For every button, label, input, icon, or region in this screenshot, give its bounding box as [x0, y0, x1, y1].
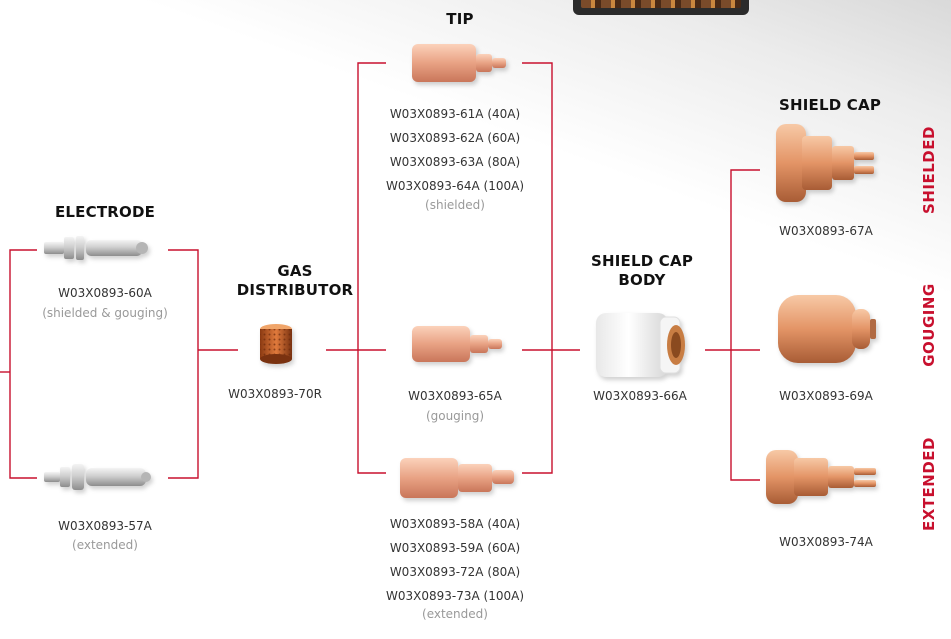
tip-top-code-3: W03X0893-63A (80A)	[389, 155, 521, 169]
gas-distributor-label: W03X0893-70R	[210, 382, 340, 406]
tip-top-note: (shielded)	[425, 198, 485, 212]
shield-cap-extended-code: W03X0893-74A	[779, 535, 873, 549]
heading-tip: TIP	[446, 10, 474, 28]
shield-cap-body-code: W03X0893-66A	[593, 389, 687, 403]
electrode-top-code: W03X0893-60A	[58, 286, 152, 300]
electrode-bottom-image	[44, 464, 151, 490]
tip-bottom-code-2: W03X0893-59A (60A)	[389, 541, 521, 555]
product-image-cropped	[573, 0, 749, 15]
gas-distributor-code: W03X0893-70R	[228, 387, 322, 401]
electrode-top-note: (shielded & gouging)	[42, 306, 168, 320]
electrode-top-label: W03X0893-60A (shielded & gouging)	[10, 281, 200, 321]
tip-middle-label: W03X0893-65A (gouging)	[365, 384, 545, 424]
tip-top-label: W03X0893-61A (40A) W03X0893-62A (60A) W0…	[365, 102, 545, 212]
shield-cap-shielded-label: W03X0893-67A	[760, 219, 892, 243]
tip-bottom-code-4: W03X0893-73A (100A)	[386, 589, 524, 603]
tip-bottom-label: W03X0893-58A (40A) W03X0893-59A (60A) W0…	[365, 512, 545, 620]
shield-cap-extended-image	[766, 450, 876, 504]
heading-shield-cap: SHIELD CAP	[778, 96, 882, 114]
bracket-tip-right	[522, 62, 553, 474]
bracket-shieldcap	[730, 169, 760, 481]
side-label-shielded: SHIELDED	[920, 126, 938, 214]
heading-electrode: ELECTRODE	[54, 203, 156, 221]
tip-middle-image	[412, 326, 502, 362]
bracket-electrode-left	[9, 249, 37, 479]
heading-gas-distributor: GAS DISTRIBUTOR	[236, 262, 354, 299]
tip-bottom-image	[400, 458, 514, 498]
gas-distributor-image	[260, 324, 292, 364]
tip-bottom-code-1: W03X0893-58A (40A)	[389, 517, 521, 531]
bracket-tip-left	[357, 62, 386, 474]
tip-top-image	[412, 44, 506, 82]
shield-cap-body-image	[596, 313, 685, 377]
shield-cap-body-label: W03X0893-66A	[575, 384, 705, 408]
tip-top-code-2: W03X0893-62A (60A)	[389, 131, 521, 145]
shield-cap-shielded-code: W03X0893-67A	[779, 224, 873, 238]
tip-bottom-note: (extended)	[422, 607, 488, 621]
shield-cap-shielded-image	[776, 124, 874, 202]
electrode-bottom-label: W03X0893-57A (extended)	[10, 514, 200, 552]
tip-top-code-1: W03X0893-61A (40A)	[389, 107, 521, 121]
tip-top-code-4: W03X0893-64A (100A)	[386, 179, 524, 193]
side-label-gouging: GOUGING	[920, 283, 938, 367]
heading-shield-cap-body: SHIELD CAP BODY	[590, 252, 694, 289]
shield-cap-gouging-label: W03X0893-69A	[760, 384, 892, 408]
shield-cap-gouging-image	[778, 295, 876, 363]
electrode-bottom-note: (extended)	[72, 538, 138, 552]
side-label-extended: EXTENDED	[920, 437, 938, 531]
electrode-top-image	[44, 236, 148, 260]
tip-bottom-code-3: W03X0893-72A (80A)	[389, 565, 521, 579]
tip-middle-code: W03X0893-65A	[408, 389, 502, 403]
shield-cap-extended-label: W03X0893-74A	[760, 530, 892, 554]
shield-cap-gouging-code: W03X0893-69A	[779, 389, 873, 403]
bracket-electrode-right	[168, 249, 199, 479]
electrode-bottom-code: W03X0893-57A	[58, 519, 152, 533]
tip-middle-note: (gouging)	[425, 409, 485, 423]
